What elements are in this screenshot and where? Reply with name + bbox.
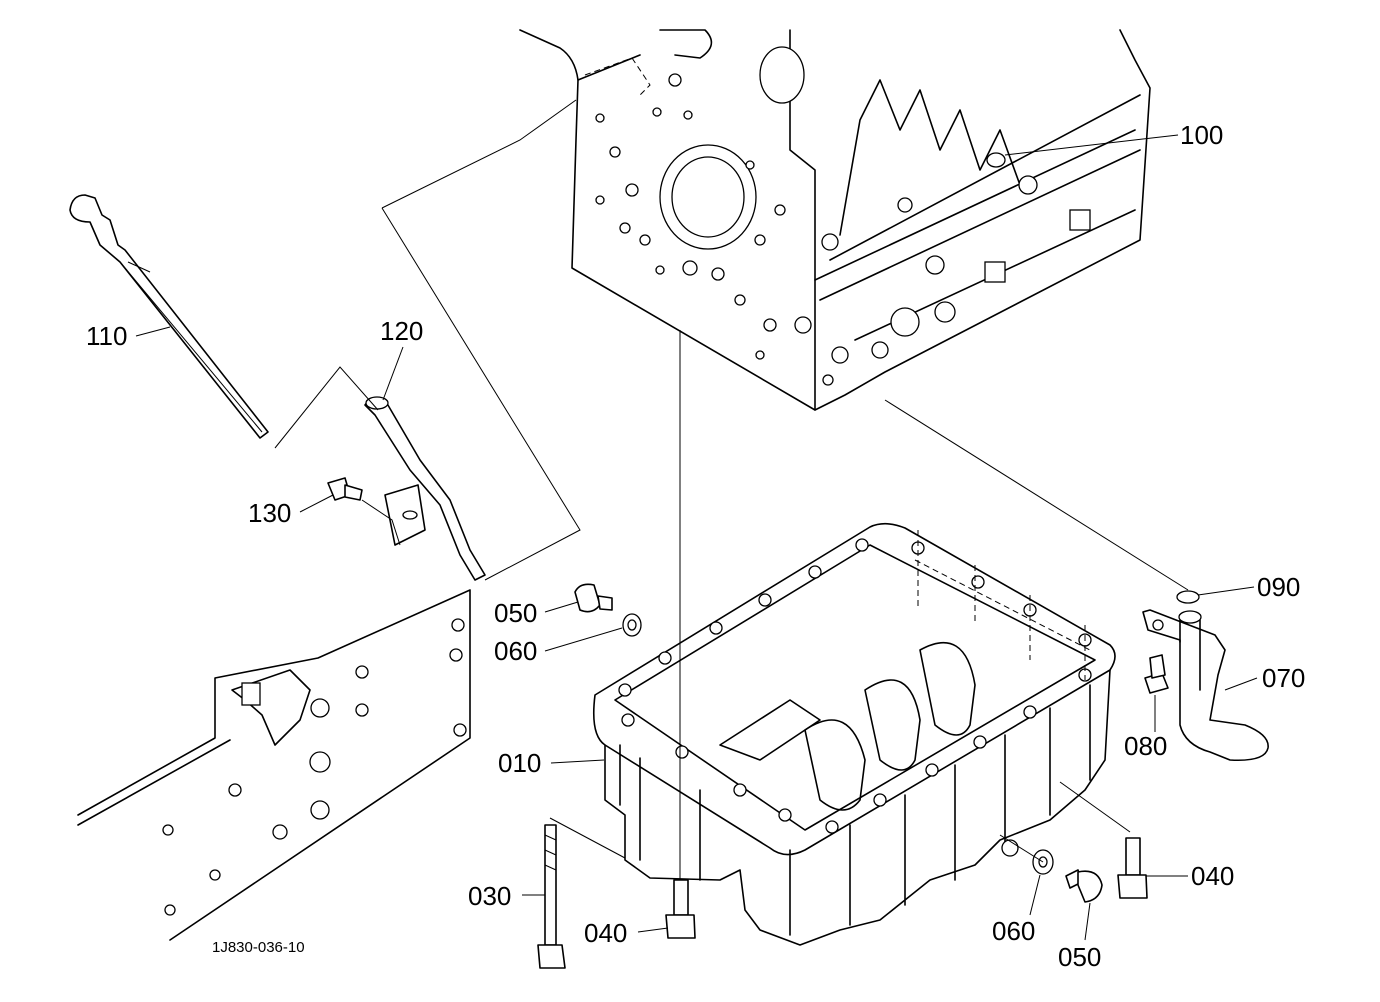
dipstick-guide-120: [364, 396, 486, 581]
bolt-040-right: [1117, 837, 1148, 899]
oil-pan-010: [592, 522, 1116, 946]
drain-plug-050-lower: [1065, 869, 1103, 903]
callout-100: 100: [1180, 120, 1223, 150]
leader-connection-tube: [381, 99, 577, 209]
gear-case-plate: [77, 589, 471, 941]
callout-130: 130: [248, 498, 291, 528]
bolt-080: [1144, 654, 1169, 694]
callout-050-upper: 050: [494, 598, 537, 628]
figure-code: 1J830-036-10: [212, 939, 305, 956]
leader-connection-dipstick: [274, 366, 379, 449]
callout-120: 120: [380, 316, 423, 346]
oil-strainer-070: [1142, 609, 1269, 762]
callout-040-left: 040: [584, 918, 627, 948]
callout-110: 110: [86, 321, 127, 351]
bolt-130: [327, 477, 363, 501]
callout-090: 090: [1257, 572, 1300, 602]
callout-070: 070: [1262, 663, 1305, 693]
callout-010: 010: [498, 748, 541, 778]
callout-030: 030: [468, 881, 511, 911]
callout-040-right: 040: [1191, 861, 1234, 891]
callout-060-upper: 060: [494, 636, 537, 666]
stud-030: [537, 824, 566, 969]
o-ring-090: [1176, 590, 1200, 604]
callout-080: 080: [1124, 731, 1167, 761]
bolt-040-left: [665, 879, 696, 939]
dipstick-110: [69, 194, 269, 439]
washer-060-upper: [622, 613, 642, 637]
drain-plug-050-upper: [574, 583, 613, 613]
callout-060-lower: 060: [992, 916, 1035, 946]
engine-block: [519, 29, 1151, 411]
callout-050-lower: 050: [1058, 942, 1101, 972]
